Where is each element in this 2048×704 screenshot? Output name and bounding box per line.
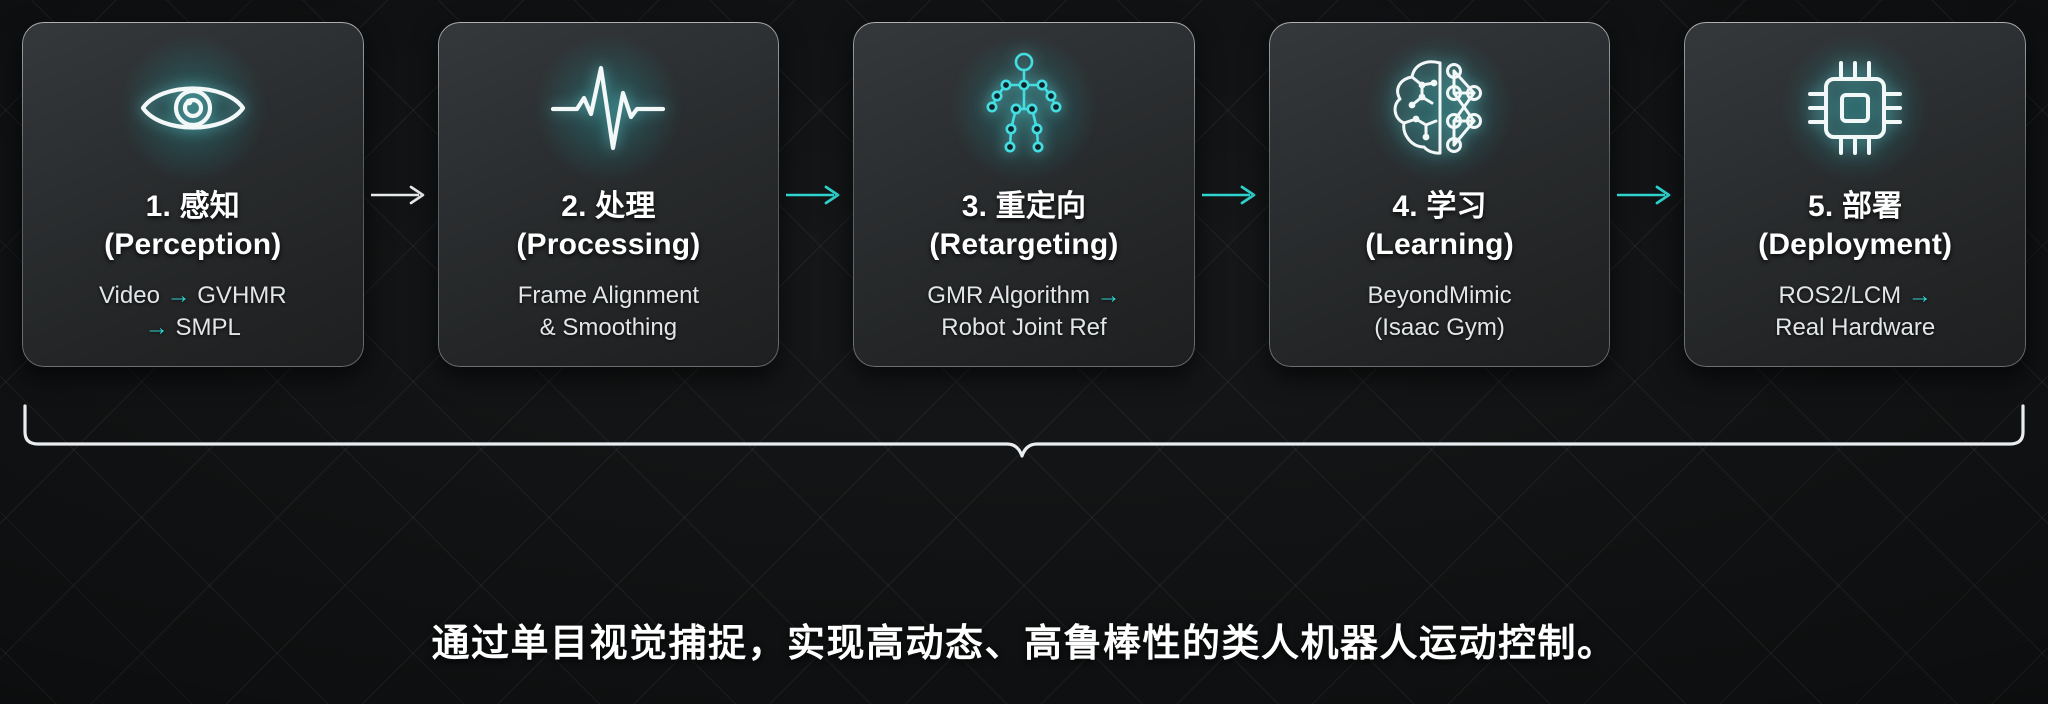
- subtitle-post: Real Hardware: [1775, 314, 1936, 342]
- summary-caption: 通过单目视觉捕捉，实现高动态、高鲁棒性的类人机器人运动控制。: [431, 623, 1617, 665]
- step-subtitle: BeyondMimic (Isaac Gym): [1368, 280, 1512, 345]
- step-title-cn: 3. 重定向: [961, 190, 1087, 223]
- eye-icon: [117, 33, 268, 183]
- pipeline-flow: 1. 感知 (Perception) Video → GVHMR → SMPL: [22, 22, 2026, 367]
- step-title-cn: 2. 处理: [561, 190, 656, 223]
- pipeline-step-learning[interactable]: 4. 学习 (Learning) BeyondMimic (Isaac Gym): [1268, 22, 1611, 367]
- inline-arrow-icon: →: [1096, 281, 1121, 309]
- step-subtitle: GMR Algorithm → Robot Joint Ref: [927, 280, 1120, 345]
- arrow-3-to-4: [1195, 22, 1269, 367]
- step-title: 1. 感知 (Perception): [104, 188, 281, 264]
- step-subtitle: Video → GVHMR → SMPL: [99, 280, 287, 345]
- step-title-en: (Retargeting): [929, 227, 1119, 261]
- subtitle-post: & Smoothing: [539, 314, 678, 342]
- step-title: 2. 处理 (Processing): [516, 188, 700, 264]
- inline-arrow-icon: →: [166, 281, 191, 309]
- step-title: 5. 部署 (Deployment): [1758, 188, 1952, 264]
- step-title: 4. 学习 (Learning): [1365, 188, 1514, 264]
- inline-arrow-icon: →: [144, 314, 169, 342]
- step-title: 3. 重定向 (Retargeting): [929, 188, 1118, 264]
- pipeline-step-retargeting[interactable]: 3. 重定向 (Retargeting) GMR Algorithm → Rob…: [853, 22, 1195, 367]
- step-title-cn: 1. 感知: [145, 190, 240, 223]
- subtitle-post: SMPL: [175, 314, 241, 342]
- pipeline-step-perception[interactable]: 1. 感知 (Perception) Video → GVHMR → SMPL: [22, 22, 364, 367]
- summary-bracket: [22, 388, 2026, 466]
- step-title-en: (Processing): [516, 227, 701, 261]
- pipeline-step-processing[interactable]: 2. 处理 (Processing) Frame Alignment & Smo…: [437, 22, 780, 367]
- subtitle-pre: ROS2/LCM: [1778, 281, 1902, 309]
- inline-arrow-icon: →: [1907, 281, 1932, 309]
- arrow-4-to-5: [1610, 22, 1684, 367]
- subtitle-pre: BeyondMimic: [1367, 281, 1512, 309]
- pipeline-step-deployment[interactable]: 5. 部署 (Deployment) ROS2/LCM → Real Hardw…: [1684, 22, 2026, 367]
- subtitle-post: GVHMR: [197, 281, 287, 309]
- subtitle-pre: GMR Algorithm: [927, 281, 1090, 309]
- step-title-cn: 5. 部署: [1807, 190, 1903, 223]
- step-title-en: (Perception): [104, 227, 282, 261]
- subtitle-pre: Frame Alignment: [517, 281, 700, 309]
- step-title-en: (Learning): [1365, 227, 1514, 261]
- brain-neural-network-icon: [1364, 33, 1515, 183]
- step-title-en: (Deployment): [1758, 227, 1953, 261]
- waveform-icon: [533, 33, 684, 183]
- cpu-chip-icon: [1780, 33, 1931, 183]
- subtitle-pre: Video: [98, 281, 160, 309]
- subtitle-post: (Isaac Gym): [1374, 314, 1505, 342]
- step-subtitle: ROS2/LCM → Real Hardware: [1775, 280, 1935, 345]
- subtitle-post: Robot Joint Ref: [941, 314, 1107, 342]
- step-subtitle: Frame Alignment & Smoothing: [518, 280, 699, 345]
- arrow-1-to-2: [364, 22, 438, 367]
- step-title-cn: 4. 学习: [1392, 190, 1487, 223]
- skeleton-joints-icon: [948, 33, 1099, 183]
- arrow-2-to-3: [779, 22, 853, 367]
